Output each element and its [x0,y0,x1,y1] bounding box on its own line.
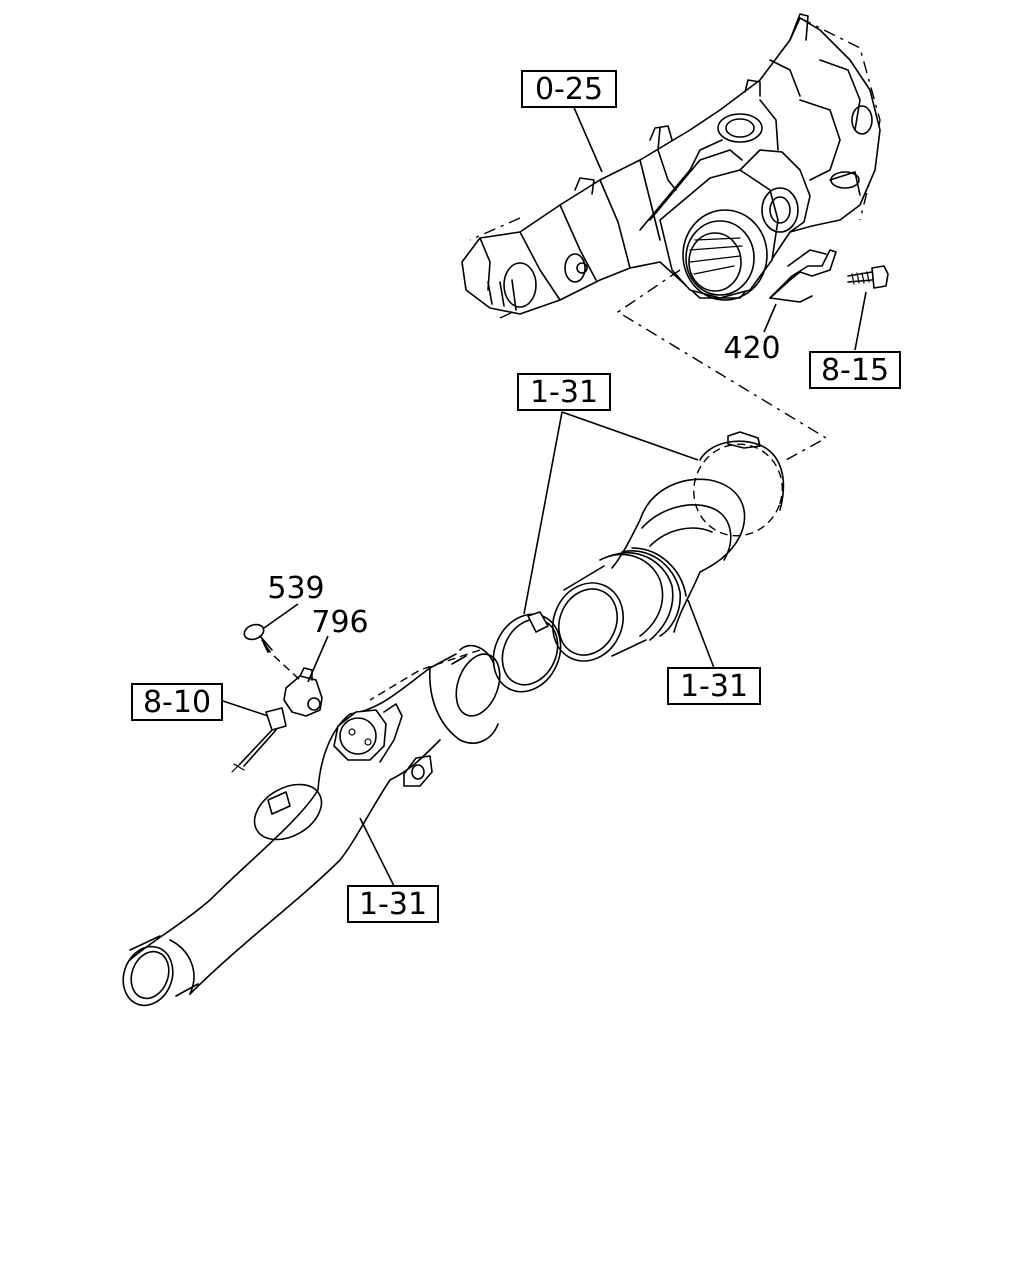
callout-manifold[interactable]: 0-25 [521,70,617,108]
callout-text: 8-15 [821,353,889,388]
hose-clamp-drawing [492,611,562,693]
callout-box [347,885,439,923]
callout-text: 539 [267,571,324,606]
callout-sensor-screw[interactable]: 8-10 [131,683,223,721]
callout-lower-hose[interactable]: 1-31 [667,667,761,705]
leader-lines [219,102,867,887]
callout-upper-hose[interactable]: 1-31 [517,373,611,411]
lower-intake-pipe-drawing [122,644,501,1007]
callout-text: 8-10 [143,685,211,720]
callout-text: 796 [311,605,368,640]
intake-manifold-drawing [461,13,889,319]
callout-text: 1-31 [359,887,427,922]
callout-box [809,351,901,389]
callout-text: 0-25 [535,72,603,107]
callout-text: 1-31 [530,375,598,410]
callout-bracket[interactable]: 420 [723,331,780,366]
sensor-assembly-drawing [231,623,323,773]
callout-bracket-bolt[interactable]: 8-15 [809,351,901,389]
callout-screw[interactable]: 539 [267,571,324,606]
callout-text: 1-31 [680,669,748,704]
callout-box [667,667,761,705]
callout-box [517,373,611,411]
callout-sensor[interactable]: 796 [311,605,368,640]
callout-box [131,683,223,721]
callout-lower-pipe[interactable]: 1-31 [347,885,439,923]
upper-air-hose-drawing [552,431,785,662]
callout-text: 420 [723,331,780,366]
callout-box [521,70,617,108]
